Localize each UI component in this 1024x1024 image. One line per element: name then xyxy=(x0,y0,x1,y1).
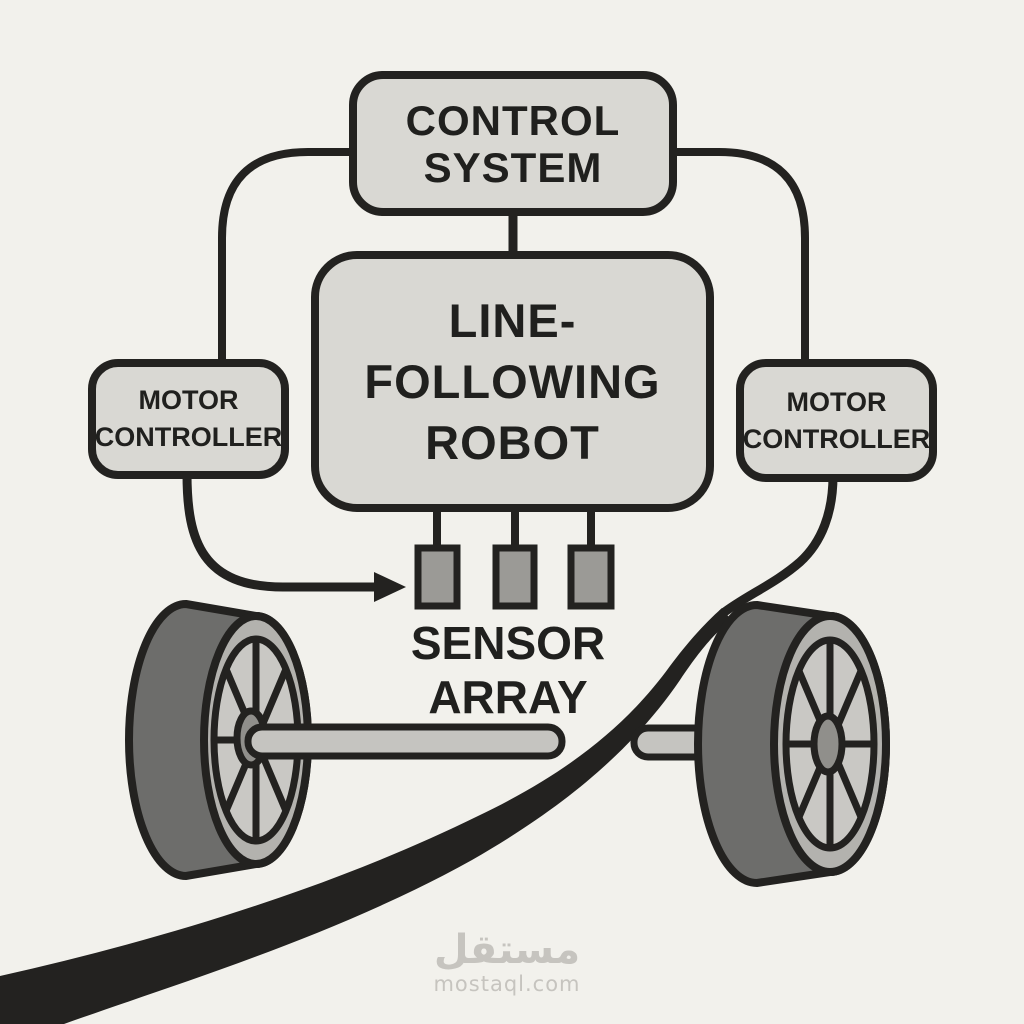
motor-right-label-line2: CONTROLLER xyxy=(742,423,931,454)
robot-label: LINE- FOLLOWING ROBOT xyxy=(315,255,710,508)
sensor-array-label-line2: ARRAY xyxy=(428,671,588,723)
control-system-label-line2: SYSTEM xyxy=(423,143,603,191)
connector-control-to-left-motor xyxy=(218,148,353,365)
box-control-system xyxy=(349,71,677,216)
motor-right-label-line1: MOTOR xyxy=(786,386,887,417)
sensor-box-3 xyxy=(567,544,615,610)
arrowhead-icon xyxy=(374,572,406,602)
motor-controller-left-label: MOTOR CONTROLLER xyxy=(92,363,285,475)
line-path xyxy=(0,608,731,1024)
left-axle xyxy=(244,723,566,760)
robot-label-line1: LINE- xyxy=(448,294,577,347)
motor-left-label-line2: CONTROLLER xyxy=(94,422,283,452)
sensor-box-2 xyxy=(492,544,538,610)
control-system-label: CONTROL SYSTEM xyxy=(353,75,673,212)
box-motor-controller-left xyxy=(88,359,289,479)
control-system-label-line1: CONTROL xyxy=(405,96,621,144)
right-wheel xyxy=(694,600,890,888)
right-wheel-hub xyxy=(810,712,846,776)
robot-label-line2: FOLLOWING xyxy=(364,355,661,408)
robot-label-line3: ROBOT xyxy=(425,416,600,469)
sensor-boxes xyxy=(414,544,615,610)
sensor-array-label-line1: SENSOR xyxy=(410,617,606,669)
sensor-box-1 xyxy=(414,544,461,610)
watermark-logo: مستقل xyxy=(433,927,581,973)
diagram-boxes xyxy=(88,71,937,512)
connector-left-motor-to-sensor xyxy=(182,473,374,592)
connector-control-to-right-motor xyxy=(673,148,809,365)
watermark: مستقل mostaql.com xyxy=(357,928,657,996)
box-motor-controller-right xyxy=(736,359,937,482)
motor-left-label-line1: MOTOR xyxy=(138,385,239,415)
sensor-array-label: SENSOR ARRAY xyxy=(318,616,698,726)
watermark-domain: mostaql.com xyxy=(433,972,581,996)
motor-controller-right-label: MOTOR CONTROLLER xyxy=(740,363,933,478)
connector-right-motor-to-line xyxy=(719,475,838,618)
box-robot xyxy=(311,251,714,512)
